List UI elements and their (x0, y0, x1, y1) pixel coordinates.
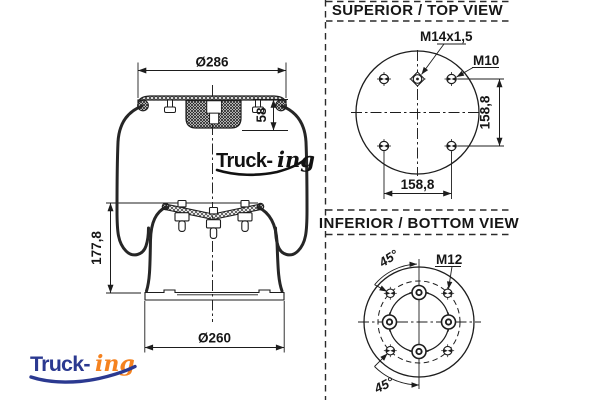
top-view: M14x1,5 M10 158,8 158,8 (351, 29, 504, 199)
piston-stud-left (174, 199, 190, 232)
m12-hole-west (379, 311, 400, 333)
piston-stud-center (205, 206, 222, 239)
watermark-swoosh (215, 159, 305, 177)
side-section-view: Ø286 58 177,8 Ø260 (89, 55, 309, 353)
dim-58-label: 58 (254, 107, 269, 123)
piston-right-wall (256, 205, 284, 293)
m12-leader (446, 266, 453, 290)
dimension-top-diameter: Ø286 (137, 55, 287, 98)
piston-rim-bead-right (256, 202, 265, 211)
dim-177-label: 177,8 (89, 231, 104, 265)
top-plate-hatch (138, 96, 286, 103)
m12-label: M12 (436, 252, 462, 267)
m14-air-fitting (408, 70, 427, 88)
m10-leader (456, 67, 474, 78)
top-plate-stud-right (252, 99, 264, 113)
piston-bottom-plate (144, 289, 285, 301)
watermark-logo: Truck- ing (215, 147, 315, 177)
top-plate-stud-left (164, 99, 176, 113)
brand-word: Truck- (30, 352, 90, 376)
bump-stop-notch-upper (206, 100, 222, 114)
m12-hole-north (408, 282, 430, 303)
m12-hole-east (438, 311, 459, 333)
bottom-view: 45° 45° M12 (358, 246, 481, 396)
dim-158-horizontal-label: 158,8 (401, 177, 435, 192)
m10-label: M10 (473, 53, 499, 68)
dim-286-label: Ø286 (195, 55, 229, 70)
bellows-left-wall (115, 104, 150, 257)
top-view-title: SUPERIOR / TOP VIEW (332, 2, 504, 19)
bump-stop-notch-lower (209, 112, 220, 125)
piston-stud-right (237, 199, 253, 232)
m10-hole-bottom-left (376, 138, 392, 154)
bellows-clamp-bead-right (275, 99, 287, 112)
bottom-view-title: INFERIOR / BOTTOM VIEW (319, 215, 520, 232)
brand-logo: Truck- ing (29, 351, 137, 384)
angle-dimension-top: 45° (374, 246, 418, 292)
watermark-word: Truck- (216, 150, 272, 172)
m12-hole-south (408, 341, 430, 362)
dimension-bottom-diameter: Ø260 (144, 301, 285, 353)
piston-left-wall (145, 205, 168, 293)
m14-label: M14x1,5 (420, 29, 473, 44)
angle-dimension-bottom: 45° (371, 353, 420, 397)
piston-rim-bead-left (161, 202, 170, 211)
angle-45-top-label: 45° (375, 246, 401, 270)
dim-158-vertical-label: 158,8 (478, 95, 493, 129)
m10-hole-bottom-right (443, 138, 460, 154)
bellows-right-wall (274, 104, 309, 257)
dim-260-label: Ø260 (198, 331, 231, 346)
watermark-suffix: ing (277, 147, 315, 172)
dimension-stud-spacing-vertical: 158,8 (458, 78, 504, 147)
m10-hole-top-left (376, 71, 392, 87)
dimension-piston-height: 177,8 (89, 203, 141, 294)
dimension-stud-spacing-horizontal: 158,8 (383, 152, 452, 199)
m14-leader (421, 43, 445, 75)
angle-45-bottom-label: 45° (371, 374, 397, 397)
dimension-bump-height: 58 (242, 99, 288, 131)
bellows-clamp-bead-left (137, 99, 149, 112)
brand-swoosh (29, 364, 137, 384)
m10-hole-top-right (443, 71, 460, 87)
